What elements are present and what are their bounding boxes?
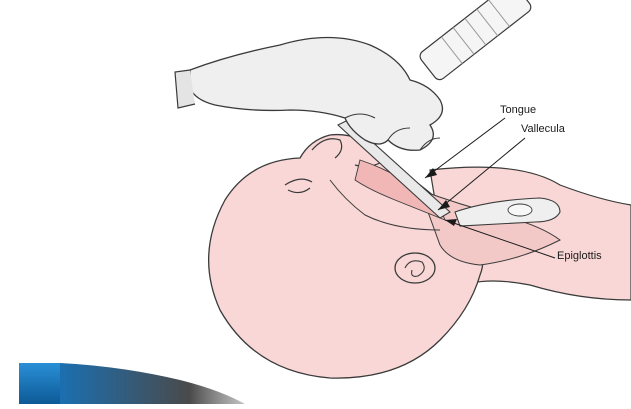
slide-ribbon-taper	[60, 363, 245, 404]
label-vallecula: Vallecula	[521, 123, 565, 135]
laryngoscope-handle	[418, 0, 533, 82]
label-epiglottis: Epiglottis	[557, 250, 602, 262]
ear-icon	[395, 253, 435, 283]
fingernail	[508, 204, 532, 216]
slide-ribbon-bar	[19, 363, 60, 404]
gloved-hand	[190, 38, 442, 151]
label-tongue: Tongue	[500, 104, 536, 116]
